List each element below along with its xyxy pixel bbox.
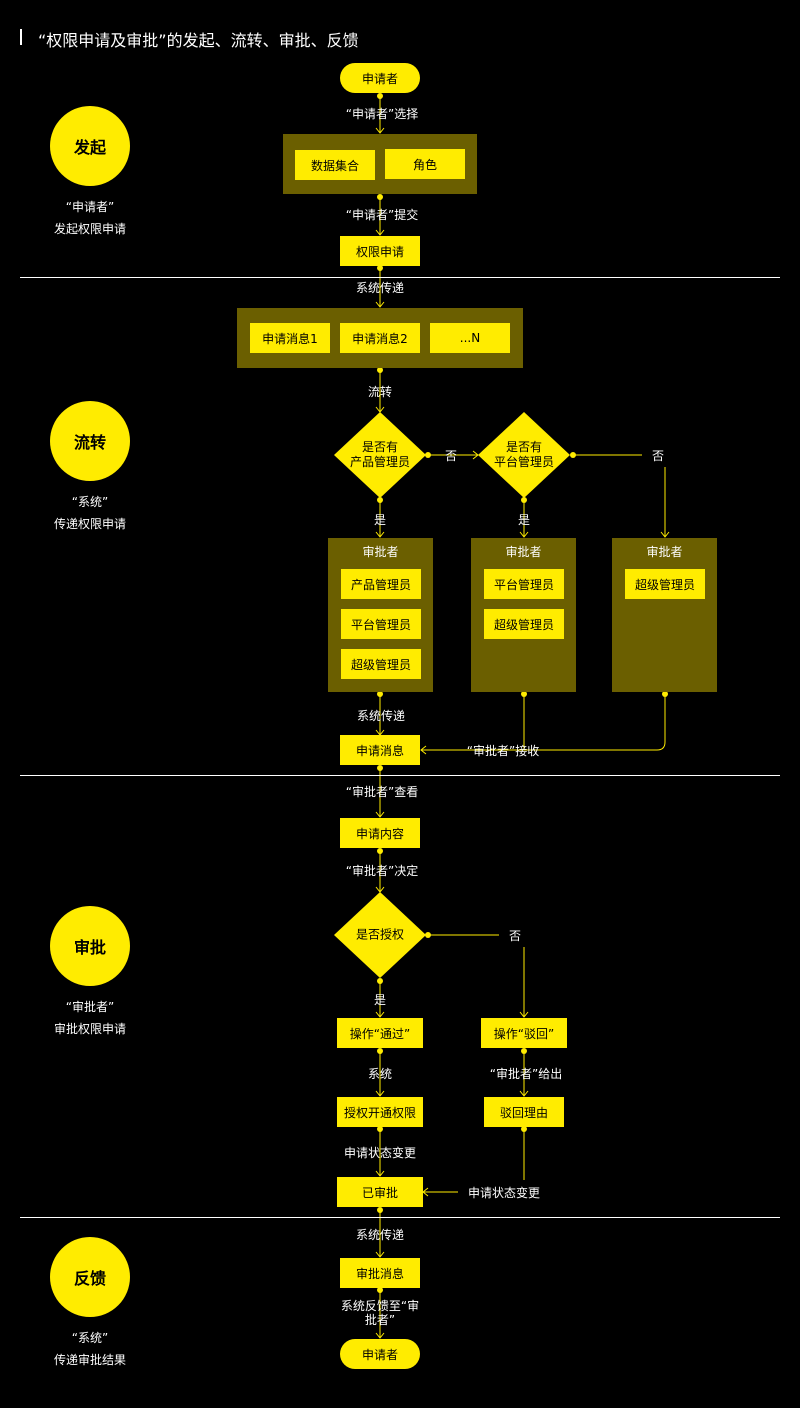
yes-label-1: 是 <box>373 513 387 527</box>
decision-product-admin-line2: 产品管理员 <box>349 455 411 469</box>
approver-group-1-title: 审批者 <box>362 545 399 559</box>
feedback-label-line2: 批者” <box>364 1313 396 1327</box>
stage-approve-action: 审批权限申请 <box>53 1022 126 1036</box>
platform-admin-node-2: 平台管理员 <box>484 569 564 599</box>
system-label: 系统 <box>367 1067 393 1081</box>
section-divider <box>20 775 780 776</box>
decision-product-admin-text: 是否有 产品管理员 <box>350 440 410 470</box>
approver-gives-label: “审批者”给出 <box>489 1067 563 1081</box>
decide-label: “审批者”决定 <box>345 864 419 878</box>
no-label-2: 否 <box>651 449 665 463</box>
stage-flow-desc: “系统” 传递权限申请 <box>20 491 160 535</box>
system-transfer-label-3: 系统传递 <box>355 1228 405 1242</box>
stage-initiate-actor: “申请者” <box>65 200 115 214</box>
decision-diamond-platform-admin <box>478 412 570 498</box>
message-2-node: 申请消息2 <box>340 323 420 353</box>
pass-operation-node: 操作“通过” <box>337 1018 423 1048</box>
page-title: “权限申请及审批”的发起、流转、审批、反馈 <box>38 31 359 50</box>
dataset-node: 数据集合 <box>295 150 375 180</box>
section-divider <box>20 277 780 278</box>
transfer-label: 流转 <box>367 385 393 399</box>
stage-flow-action: 传递权限申请 <box>53 517 126 531</box>
product-admin-node: 产品管理员 <box>341 569 421 599</box>
approved-node: 已审批 <box>337 1177 423 1207</box>
stage-feedback-actor: “系统” <box>71 1331 109 1345</box>
decision-platform-admin-text: 是否有 平台管理员 <box>494 440 554 470</box>
reject-reason-node: 驳回理由 <box>484 1097 564 1127</box>
applicant-end-node: 申请者 <box>340 1339 420 1369</box>
approver-receive-label: “审批者”接收 <box>466 744 540 758</box>
status-change-label-right: 申请状态变更 <box>468 1186 541 1200</box>
view-label: “审批者”查看 <box>345 785 419 799</box>
applicant-start-node: 申请者 <box>340 63 420 93</box>
stage-feedback-desc: “系统” 传递审批结果 <box>20 1327 160 1371</box>
no-label-1: 否 <box>444 449 458 463</box>
feedback-label: 系统反馈至“审 批者” <box>341 1299 419 1327</box>
system-transfer-label-2: 系统传递 <box>356 709 406 723</box>
no-label-3: 否 <box>508 929 522 943</box>
reject-operation-node: 操作“驳回” <box>481 1018 567 1048</box>
decision-diamond-product-admin <box>334 412 426 498</box>
role-node: 角色 <box>385 149 465 179</box>
section-divider <box>20 1217 780 1218</box>
stage-flow-circle: 流转 <box>50 401 130 481</box>
stage-approve-circle: 审批 <box>50 906 130 986</box>
status-change-label-left: 申请状态变更 <box>343 1146 417 1160</box>
stage-feedback-action: 传递审批结果 <box>53 1353 126 1367</box>
decision-platform-admin-line2: 平台管理员 <box>493 455 555 469</box>
stage-initiate-circle: 发起 <box>50 106 130 186</box>
authorize-question-text: 是否授权 <box>355 927 405 942</box>
title-accent-bar <box>20 29 22 45</box>
feedback-label-line1: 系统反馈至“审 <box>340 1299 420 1313</box>
stage-initiate-action: 发起权限申请 <box>53 222 126 236</box>
approver-group-3-title: 审批者 <box>646 545 683 559</box>
yes-label-3: 是 <box>373 993 387 1007</box>
super-admin-node-2: 超级管理员 <box>484 609 564 639</box>
platform-admin-node-1: 平台管理员 <box>341 609 421 639</box>
stage-flow-actor: “系统” <box>71 495 109 509</box>
decision-product-admin-line1: 是否有 <box>361 440 399 454</box>
decision-diamond-authorize <box>334 892 426 978</box>
stage-feedback-circle: 反馈 <box>50 1237 130 1317</box>
stage-approve-desc: “审批者” 审批权限申请 <box>20 996 160 1040</box>
permission-request-node: 权限申请 <box>340 236 420 266</box>
approver-group-2-title: 审批者 <box>505 545 542 559</box>
stage-initiate-desc: “申请者” 发起权限申请 <box>20 196 160 240</box>
message-1-node: 申请消息1 <box>250 323 330 353</box>
submit-label: “申请者”提交 <box>345 208 419 222</box>
yes-label-2: 是 <box>517 513 531 527</box>
request-message-node: 申请消息 <box>340 735 420 765</box>
grant-permission-node: 授权开通权限 <box>337 1097 423 1127</box>
request-content-node: 申请内容 <box>340 818 420 848</box>
super-admin-node-3: 超级管理员 <box>625 569 705 599</box>
stage-approve-actor: “审批者” <box>65 1000 115 1014</box>
approval-message-node: 审批消息 <box>340 1258 420 1288</box>
decision-platform-admin-line1: 是否有 <box>505 440 543 454</box>
message-n-node: ...N <box>430 323 510 353</box>
super-admin-node-1: 超级管理员 <box>341 649 421 679</box>
system-transfer-label: 系统传递 <box>355 281 405 295</box>
select-label: “申请者”选择 <box>345 107 419 121</box>
approver-group-3: 审批者 <box>612 538 717 692</box>
